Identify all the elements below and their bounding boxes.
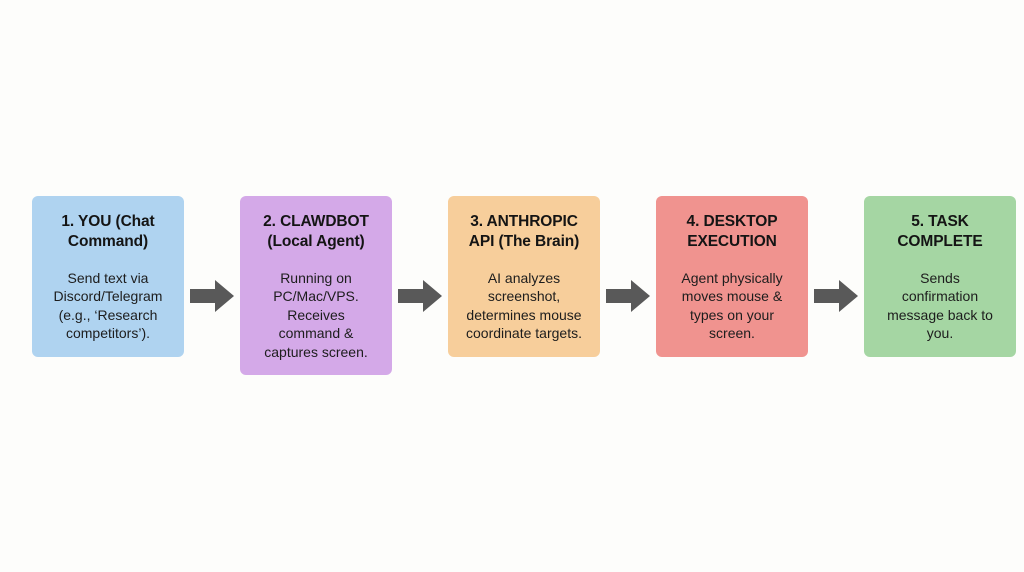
arrow-head bbox=[423, 280, 442, 312]
stage-body: Running on PC/Mac/VPS. Receives command … bbox=[264, 269, 368, 360]
arrow-head bbox=[215, 280, 234, 312]
connector-3-to-4 bbox=[600, 196, 656, 396]
right-arrow-icon bbox=[190, 280, 234, 312]
stage-title: 3. ANTHROPIC API (The Brain) bbox=[468, 213, 580, 250]
connector-4-to-5 bbox=[808, 196, 864, 396]
right-arrow-icon bbox=[606, 280, 650, 312]
stage-box-desktop-execution[interactable]: 4. DESKTOP EXECUTION Agent physically mo… bbox=[656, 196, 808, 357]
stage-title: 4. DESKTOP EXECUTION bbox=[686, 213, 778, 250]
stage-body: Sends confirmation message back to you. bbox=[887, 269, 993, 342]
stage-title: 2. CLAWDBOT (Local Agent) bbox=[263, 213, 369, 250]
stage-box-anthropic-api[interactable]: 3. ANTHROPIC API (The Brain) AI analyzes… bbox=[448, 196, 600, 357]
arrow-shaft bbox=[190, 289, 217, 303]
stage-title: 1. YOU (Chat Command) bbox=[61, 213, 155, 250]
right-arrow-icon bbox=[814, 280, 858, 312]
stage-body: AI analyzes screenshot, determines mouse… bbox=[466, 269, 582, 342]
stage-body: Agent physically moves mouse & types on … bbox=[681, 269, 783, 342]
connector-2-to-3 bbox=[392, 196, 448, 396]
stage-title: 5. TASK COMPLETE bbox=[897, 213, 983, 250]
stage-box-you-chat-command[interactable]: 1. YOU (Chat Command) Send text via Disc… bbox=[32, 196, 184, 357]
arrow-shaft bbox=[606, 289, 633, 303]
arrow-head bbox=[839, 280, 858, 312]
arrow-shaft bbox=[398, 289, 425, 303]
connector-1-to-2 bbox=[184, 196, 240, 396]
right-arrow-icon bbox=[398, 280, 442, 312]
arrow-head bbox=[631, 280, 650, 312]
stage-box-clawdbot-local-agent[interactable]: 2. CLAWDBOT (Local Agent) Running on PC/… bbox=[240, 196, 392, 375]
flowchart-stage-row: 1. YOU (Chat Command) Send text via Disc… bbox=[0, 196, 1024, 396]
arrow-shaft bbox=[814, 289, 841, 303]
stage-box-task-complete[interactable]: 5. TASK COMPLETE Sends confirmation mess… bbox=[864, 196, 1016, 357]
stage-body: Send text via Discord/Telegram (e.g., ‘R… bbox=[53, 269, 163, 342]
